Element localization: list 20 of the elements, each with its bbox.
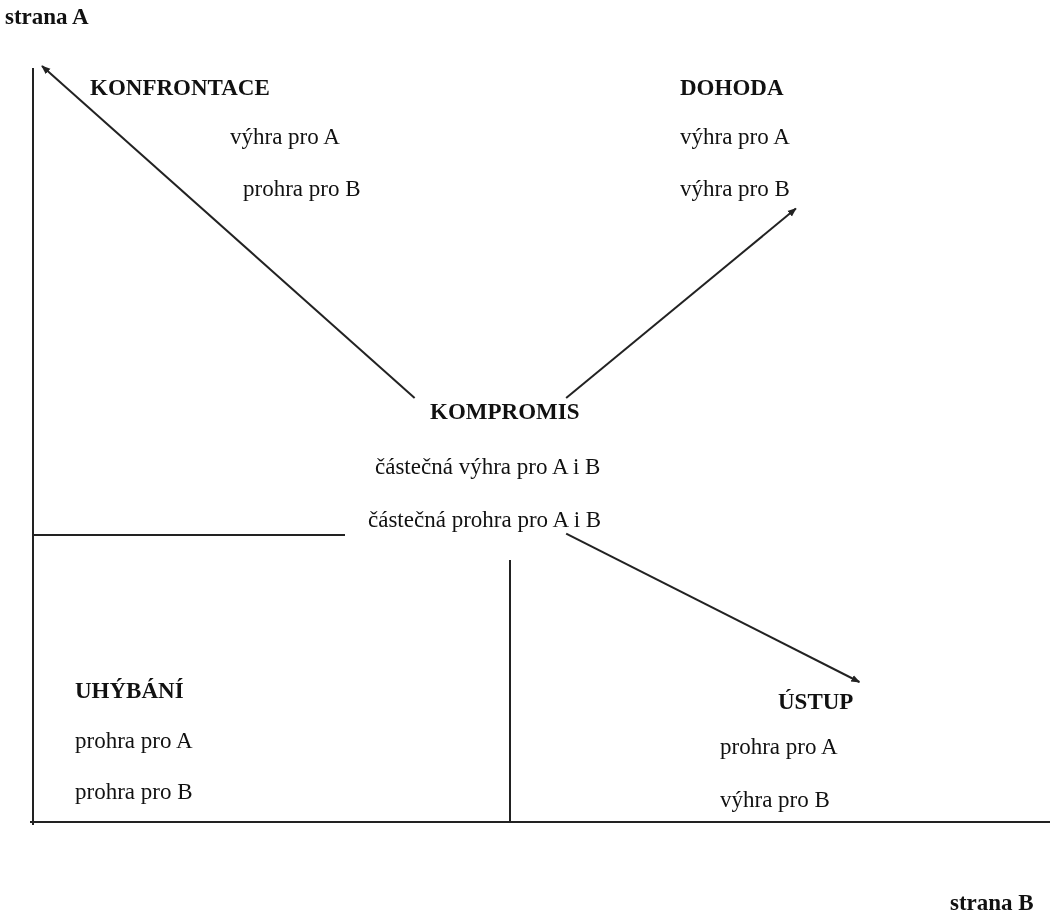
arrow [565, 207, 797, 399]
arrow [41, 65, 416, 399]
outcome-text: výhra pro A [680, 123, 790, 151]
quadrant-title: UHÝBÁNÍ [75, 677, 184, 705]
quadrant-title: DOHODA [680, 74, 784, 102]
quadrant-title: KOMPROMIS [430, 398, 580, 426]
outcome-text: prohra pro B [243, 175, 361, 203]
outcome-text: prohra pro A [75, 727, 193, 755]
axis-label: strana B [950, 890, 1034, 916]
quadrant-title: KONFRONTACE [90, 74, 270, 102]
quadrant-title: ÚSTUP [778, 688, 854, 716]
outcome-text: částečná výhra pro A i B [375, 453, 601, 481]
arrow [565, 532, 861, 683]
axis-label: strana A [5, 4, 89, 30]
outcome-text: výhra pro B [680, 175, 790, 203]
outcome-text: výhra pro B [720, 786, 830, 814]
outcome-text: prohra pro A [720, 733, 838, 761]
outcome-text: částečná prohra pro A i B [368, 506, 602, 534]
outcome-text: prohra pro B [75, 778, 193, 806]
outcome-text: výhra pro A [230, 123, 340, 151]
